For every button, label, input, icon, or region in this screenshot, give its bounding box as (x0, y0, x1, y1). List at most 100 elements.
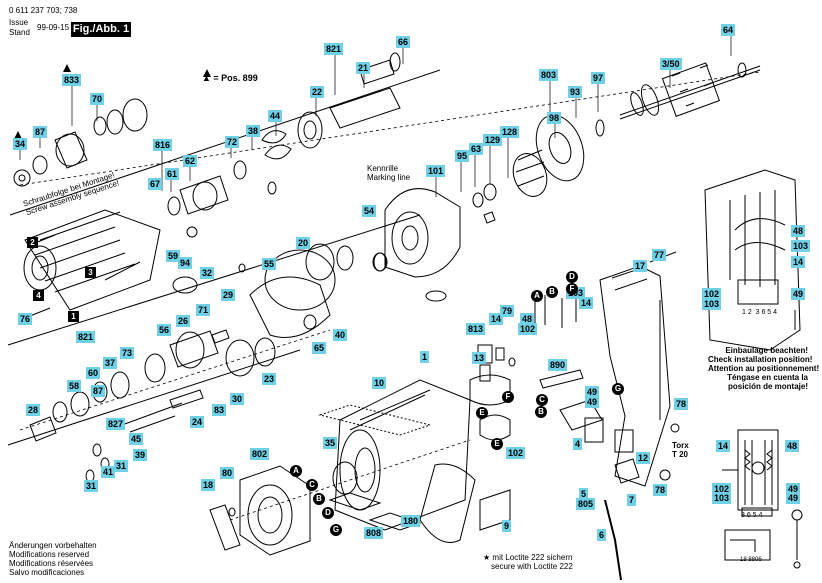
part-label: 9 (502, 520, 512, 532)
part-label: 58 (67, 380, 82, 392)
doc-number: 0 611 237 703; 738 (9, 6, 78, 15)
part-label: 103 (712, 492, 732, 504)
star-icon: ★ (483, 553, 493, 562)
part-label: 102 (518, 323, 538, 335)
part-label: 56 (157, 324, 172, 336)
part-label: 55 (262, 258, 277, 270)
part-label: 73 (120, 347, 135, 359)
modifications-note: Änderungen vorbehalten Modifications res… (9, 541, 97, 577)
field-assembly-drawing (209, 465, 311, 556)
stand-label: Stand (9, 28, 30, 37)
screw-sequence-number: 2 (27, 237, 38, 248)
part-label: 26 (176, 315, 191, 327)
part-label: 31 (114, 460, 129, 472)
part-label: 63 (469, 143, 484, 155)
handle-drawing (599, 251, 680, 581)
schematic-bottom-label: 18 8806 (740, 557, 762, 563)
part-label: 49 (786, 492, 801, 504)
part-label: 29 (221, 289, 236, 301)
issue-label: Issue (9, 18, 29, 27)
part-label: 48 (520, 313, 535, 325)
part-label: 833 (62, 74, 82, 86)
gear-ring-drawing (172, 243, 387, 338)
part-label: 95 (455, 150, 470, 162)
terminal-numbers: 1 2 3 6 5 4 (742, 309, 778, 316)
part-label: 103 (791, 240, 811, 252)
position-note: ▲ = Pos. 899 (202, 73, 258, 83)
part-label: 79 (500, 305, 515, 317)
connection-letter: A (290, 465, 302, 477)
tool-holder-drawing (13, 98, 148, 187)
part-label: 35 (323, 437, 338, 449)
part-label: 180 (401, 515, 421, 527)
part-label: 62 (183, 155, 198, 167)
screw-sequence-number: 1 (68, 311, 79, 322)
part-label: 14 (579, 297, 594, 309)
front-housing-drawing (23, 209, 161, 317)
part-label: 28 (26, 404, 41, 416)
schematic-terminals: 3 6 5 4 (741, 512, 763, 519)
part-label: 97 (591, 72, 606, 84)
part-label: 13 (472, 352, 487, 364)
connection-letter: D (322, 507, 334, 519)
part-label: 4 (573, 438, 583, 450)
connection-letter: E (476, 407, 488, 419)
part-label: 102 (702, 288, 722, 300)
part-label: 14 (791, 256, 806, 268)
part-label: 70 (90, 93, 105, 105)
screw-sequence-number: 4 (33, 290, 44, 301)
part-label: 87 (91, 385, 106, 397)
spindle-drawing (233, 52, 401, 195)
part-label: 76 (18, 313, 33, 325)
part-label: 20 (296, 237, 311, 249)
part-label: 72 (225, 136, 240, 148)
part-label: 821 (324, 43, 344, 55)
part-label: 34 (13, 138, 28, 150)
part-label: 54 (362, 205, 377, 217)
installation-note: Einbaulage beachten! Check installation … (708, 346, 820, 391)
part-label: 14 (489, 313, 504, 325)
part-label: 1 (420, 351, 430, 363)
part-label: 65 (312, 342, 327, 354)
part-label: 93 (568, 86, 583, 98)
part-label: 64 (721, 24, 736, 36)
wiring-schematic-drawing (722, 429, 803, 569)
part-label: 49 (585, 386, 600, 398)
issue-date: 99-09-15 (37, 23, 70, 32)
part-label: 808 (364, 527, 384, 539)
armature-drawing (619, 62, 761, 120)
part-label: 30 (230, 393, 245, 405)
part-label: 66 (396, 36, 411, 48)
connection-letter: C (306, 479, 318, 491)
part-label: 7 (627, 494, 637, 506)
part-label: 80 (220, 467, 235, 479)
lower-assembly-drawing (29, 329, 276, 483)
figure-label: Fig./Abb. 1 (71, 22, 131, 37)
part-label: 805 (576, 498, 596, 510)
connection-letter: A (531, 290, 543, 302)
part-label: 21 (356, 62, 371, 74)
impact-mechanism-drawing (167, 175, 229, 238)
part-label: 40 (333, 329, 348, 341)
part-label: 60 (86, 367, 101, 379)
part-label: 61 (165, 168, 180, 180)
loctite-note: ★ mit Loctite 222 sichern secure with Lo… (483, 553, 573, 571)
part-label: 101 (426, 165, 446, 177)
marking-line-note: Kennrille Marking line (367, 164, 411, 182)
part-label: 39 (133, 449, 148, 461)
connection-letter: E (491, 438, 503, 450)
part-label: 821 (76, 331, 96, 343)
connection-letter: B (313, 493, 325, 505)
part-label: 103 (702, 298, 722, 310)
part-label: 44 (268, 110, 283, 122)
part-label: 17 (633, 260, 648, 272)
part-label: 83 (212, 404, 227, 416)
part-label: 41 (101, 466, 116, 478)
connection-letter: F (566, 283, 578, 295)
screw-sequence-number: 3 (85, 267, 96, 278)
connection-letter: D (566, 271, 578, 283)
fan-drawing (472, 114, 605, 224)
part-label: 24 (190, 416, 205, 428)
